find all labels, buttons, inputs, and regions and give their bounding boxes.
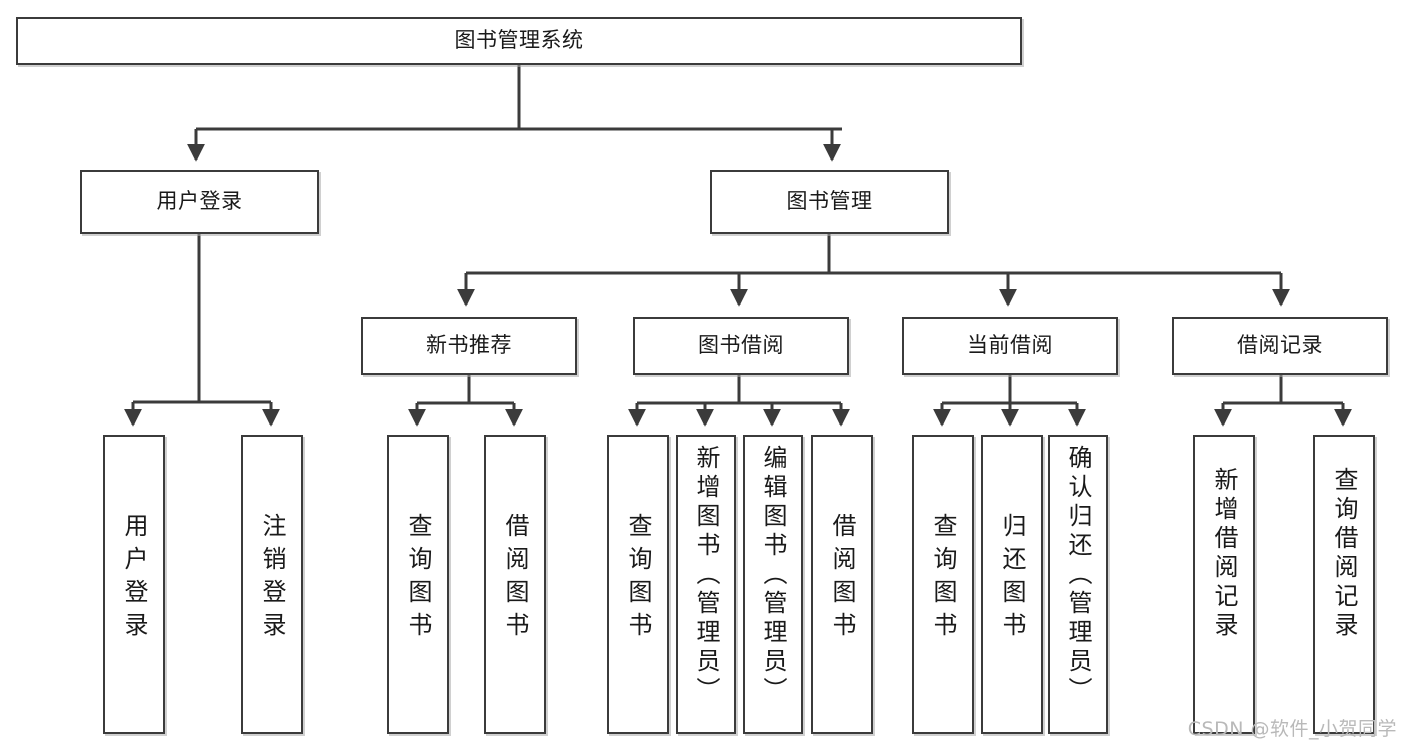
node-leaf-return-book-label: 归还图书: [998, 513, 1026, 645]
node-current-borrow[interactable]: 当前借阅: [902, 317, 1118, 375]
node-leaf-query-book-3-label: 查询图书: [929, 513, 957, 645]
node-leaf-confirm-return[interactable]: 确认归还（管理员）: [1048, 435, 1108, 734]
node-leaf-add-book-label: 新增图书（管理员）: [692, 445, 720, 706]
node-leaf-edit-book[interactable]: 编辑图书（管理员）: [743, 435, 803, 734]
node-leaf-query-record-label: 查询借阅记录: [1330, 467, 1358, 641]
node-root[interactable]: 图书管理系统: [16, 17, 1022, 65]
node-user-login-label: 用户登录: [156, 189, 243, 214]
node-book-manage[interactable]: 图书管理: [710, 170, 949, 234]
node-leaf-borrow-book-1-label: 借阅图书: [501, 513, 529, 645]
node-leaf-add-book[interactable]: 新增图书（管理员）: [676, 435, 736, 734]
node-leaf-add-record[interactable]: 新增借阅记录: [1193, 435, 1255, 734]
node-leaf-user-login[interactable]: 用户登录: [103, 435, 165, 734]
node-leaf-return-book[interactable]: 归还图书: [981, 435, 1043, 734]
node-leaf-query-book-2-label: 查询图书: [624, 513, 652, 645]
node-leaf-user-login-label: 用户登录: [120, 513, 148, 645]
node-leaf-borrow-book-2[interactable]: 借阅图书: [811, 435, 873, 734]
node-leaf-logout[interactable]: 注销登录: [241, 435, 303, 734]
node-leaf-query-book-1[interactable]: 查询图书: [387, 435, 449, 734]
node-leaf-logout-label: 注销登录: [258, 513, 286, 645]
node-book-borrow-label: 图书借阅: [698, 333, 784, 358]
node-leaf-query-book-3[interactable]: 查询图书: [912, 435, 974, 734]
node-borrow-record[interactable]: 借阅记录: [1172, 317, 1388, 375]
node-leaf-borrow-book-2-label: 借阅图书: [828, 513, 856, 645]
watermark-text: CSDN @软件_小贺同学: [1187, 718, 1397, 740]
node-book-borrow[interactable]: 图书借阅: [633, 317, 849, 375]
node-leaf-query-record[interactable]: 查询借阅记录: [1313, 435, 1375, 734]
node-new-book-rec-label: 新书推荐: [426, 333, 512, 358]
node-leaf-add-record-label: 新增借阅记录: [1210, 467, 1238, 641]
node-new-book-rec[interactable]: 新书推荐: [361, 317, 577, 375]
node-current-borrow-label: 当前借阅: [967, 333, 1053, 358]
node-root-label: 图书管理系统: [454, 28, 584, 53]
node-leaf-confirm-return-label: 确认归还（管理员）: [1064, 445, 1092, 706]
node-leaf-edit-book-label: 编辑图书（管理员）: [759, 445, 787, 706]
node-leaf-query-book-2[interactable]: 查询图书: [607, 435, 669, 734]
node-book-manage-label: 图书管理: [786, 189, 873, 214]
node-user-login[interactable]: 用户登录: [80, 170, 319, 234]
node-leaf-query-book-1-label: 查询图书: [404, 513, 432, 645]
node-borrow-record-label: 借阅记录: [1237, 333, 1323, 358]
node-leaf-borrow-book-1[interactable]: 借阅图书: [484, 435, 546, 734]
